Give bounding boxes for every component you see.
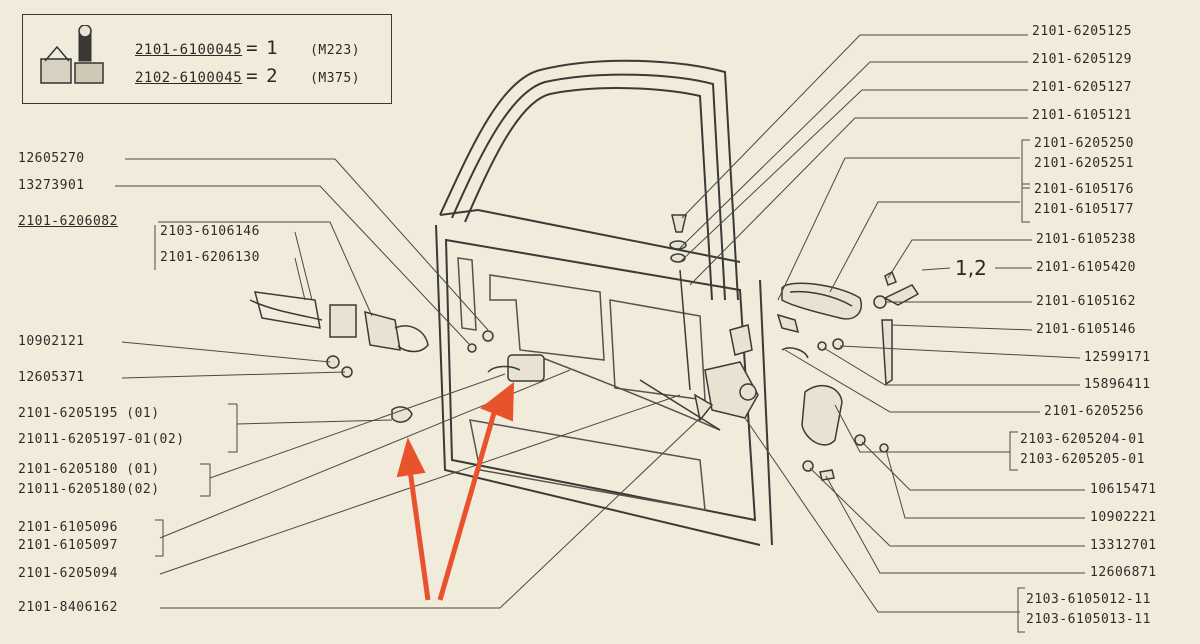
part-label: 2101-6206130 (160, 250, 260, 265)
legend-row-2: 2102-6100045= 2 (M375) (135, 65, 360, 87)
lock-mechanism-drawing (639, 214, 759, 431)
hinge-parts-drawing (249, 291, 494, 423)
part-label: 2101-6205195 (01) (18, 406, 160, 421)
part-label: 10902221 (1090, 510, 1157, 525)
part-label: 2101-6105177 (1034, 202, 1134, 217)
legend-num-1: 1 (266, 37, 279, 59)
legend-model-1: (M223) (310, 43, 361, 58)
legend-row-1: 2101-6100045= 1 (M223) (135, 37, 360, 59)
part-label: 2101-6105176 (1034, 182, 1134, 197)
part-label: 2101-6205180 (01) (18, 462, 160, 477)
legend-num-2: 2 (266, 65, 279, 87)
highlight-arrows (396, 381, 515, 601)
part-label: 2103-6205205-01 (1020, 452, 1145, 467)
part-label: 12605270 (18, 151, 85, 166)
outer-handle-drawing (776, 270, 920, 481)
part-label: 12605371 (18, 370, 85, 385)
part-label: 2101-6206082 (18, 214, 118, 229)
part-label: 2101-6205127 (1032, 80, 1132, 95)
part-label: 2101-6105146 (1036, 322, 1136, 337)
inner-handle-drawing (487, 354, 545, 382)
part-label: 2101-6205094 (18, 566, 118, 581)
legend-model-2: (M375) (310, 71, 361, 86)
part-label: 15896411 (1084, 377, 1151, 392)
part-label: 2101-6105162 (1036, 294, 1136, 309)
part-label: 21011-6205180(02) (18, 482, 160, 497)
part-label: 2103-6106146 (160, 224, 260, 239)
part-label: 2103-6105013-11 (1026, 612, 1151, 627)
part-label: 2101-6205251 (1034, 156, 1134, 171)
legend-eq-2: = (246, 65, 259, 87)
part-label: 2101-6205250 (1034, 136, 1134, 151)
part-label: 2101-6205256 (1044, 404, 1144, 419)
part-label: 10615471 (1090, 482, 1157, 497)
part-label: 13273901 (18, 178, 85, 193)
part-label: 10902121 (18, 334, 85, 349)
part-label: 13312701 (1090, 538, 1157, 553)
door-inner-panel (457, 257, 721, 511)
part-label: 2103-6205204-01 (1020, 432, 1145, 447)
model-legend: 2101-6100045= 1 (M223) 2102-6100045= 2 (M375… (22, 14, 392, 104)
part-label: 2101-6105096 (18, 520, 118, 535)
part-label: 2103-6105012-11 (1026, 592, 1151, 607)
callout-label: 1,2 (955, 256, 987, 280)
part-label: 2101-6105420 (1036, 260, 1136, 275)
legend-code-1: 2101-6100045 (135, 42, 243, 58)
legend-eq-1: = (246, 37, 259, 59)
part-label: 12606871 (1090, 565, 1157, 580)
part-label: 2101-6205129 (1032, 52, 1132, 67)
leader-lines-right (679, 34, 1085, 633)
part-label: 12599171 (1084, 350, 1151, 365)
part-label: 2101-6105097 (18, 538, 118, 553)
part-label: 21011-6205197-01(02) (18, 432, 185, 447)
part-label: 2101-6105238 (1036, 232, 1136, 247)
part-label: 2101-8406162 (18, 600, 118, 615)
part-label: 2101-6105121 (1032, 108, 1132, 123)
legend-code-2: 2102-6100045 (135, 70, 243, 86)
door-frame (435, 59, 773, 546)
parts-kit-icon (40, 25, 104, 84)
part-label: 2101-6205125 (1032, 24, 1132, 39)
